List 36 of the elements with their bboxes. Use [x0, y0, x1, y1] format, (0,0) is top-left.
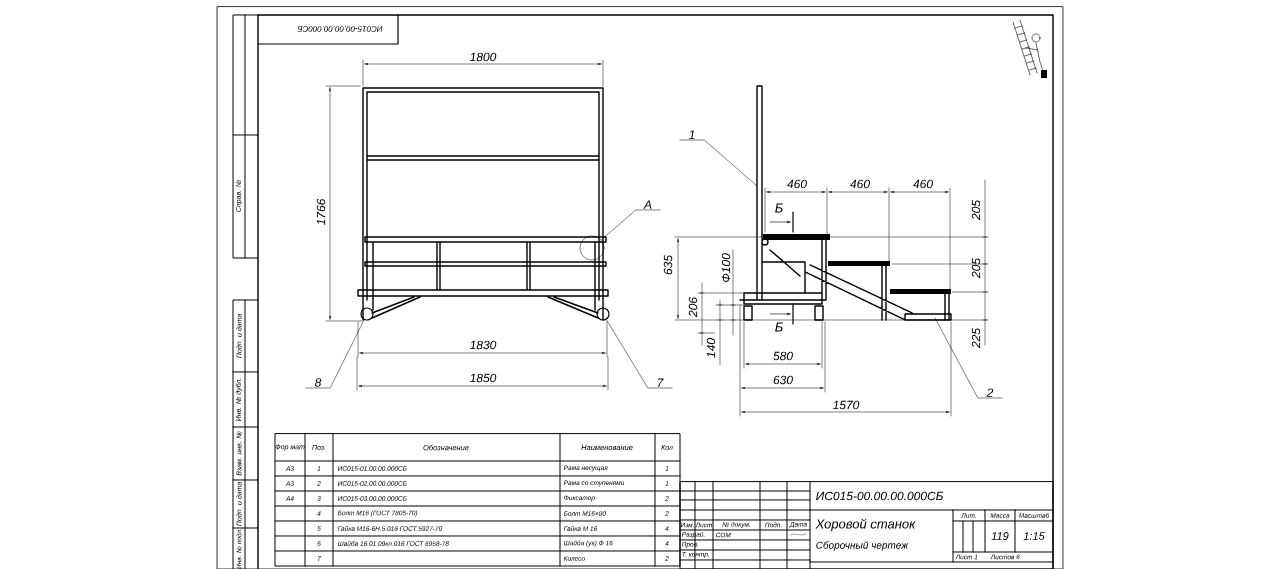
- dimension-label: 1800: [469, 52, 497, 62]
- dimension-label: 206: [688, 297, 698, 318]
- dimension-label: 1766: [316, 198, 326, 225]
- drawing-title: Хоровой станок: [815, 518, 916, 532]
- dimension-label: Ф100: [721, 253, 731, 283]
- dimension-label: 1830: [469, 340, 497, 350]
- dimension-label: 580: [773, 351, 793, 361]
- callout-number: 7: [657, 378, 664, 387]
- dimension-label: 635: [663, 254, 673, 275]
- dimension-label: 460: [787, 179, 807, 189]
- leader-line: [679, 139, 758, 187]
- leader-line: [606, 319, 673, 389]
- title-block-text: 119: [991, 532, 1009, 540]
- dimension-label: 205: [971, 199, 981, 221]
- section-letter: Б: [775, 322, 783, 332]
- title-block-text: 1:15: [1023, 532, 1045, 540]
- dimension-label: 1850: [469, 373, 497, 383]
- stamp-text: ИС015-00.00.00.000СБ: [297, 26, 383, 32]
- section-letter: Б: [775, 203, 783, 213]
- callout-number: 1: [689, 130, 695, 139]
- dimension-label: 630: [773, 375, 793, 385]
- document-code: ИС015-00.00.00.000СБ: [816, 491, 944, 501]
- leader-line: [601, 209, 661, 241]
- callout-number: 8: [315, 378, 322, 387]
- leader-line: [934, 317, 1003, 399]
- dimension-label: 460: [913, 179, 933, 189]
- callout-number: 2: [986, 388, 994, 397]
- dimension-label: 1570: [832, 400, 860, 410]
- leader-line: [305, 319, 365, 389]
- drawing-subtitle: Сборочный чертеж: [816, 541, 909, 551]
- dimension-label: 140: [706, 338, 716, 358]
- dimension-label: 225: [971, 327, 981, 349]
- callout-number: А: [643, 200, 652, 209]
- detail-circle: [579, 235, 605, 261]
- dimension-label: 460: [850, 179, 870, 189]
- dimension-label: 205: [971, 257, 981, 279]
